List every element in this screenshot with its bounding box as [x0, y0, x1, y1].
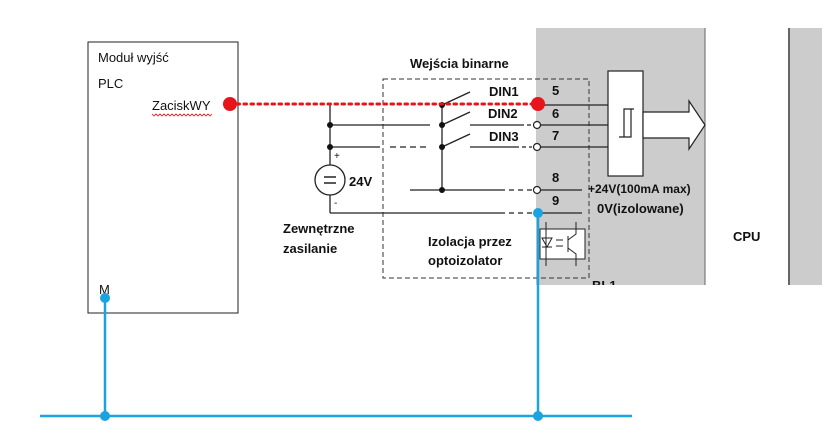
block-label: BL1	[592, 278, 617, 293]
terminal-7-number: 7	[552, 128, 559, 143]
terminal-6	[532, 120, 542, 130]
terminal-5[interactable]	[531, 97, 545, 111]
cpu-panel	[705, 28, 789, 285]
cpu-label: CPU	[733, 229, 760, 244]
hysteresis-icon	[619, 108, 634, 138]
isolation-label-2: optoizolator	[428, 253, 502, 268]
zero-volt-label: 0V(izolowane)	[597, 201, 684, 216]
terminal-7	[532, 142, 542, 152]
din3-label: DIN3	[489, 129, 519, 144]
din1-label: DIN1	[489, 84, 519, 99]
supply-minus: -	[334, 198, 337, 209]
dc-source-icon	[314, 164, 346, 196]
terminal-out-point[interactable]	[223, 97, 237, 111]
plc-title-1: Moduł wyjść	[98, 50, 169, 65]
terminal-m-point[interactable]	[100, 293, 110, 303]
terminal-6-number: 6	[552, 106, 559, 121]
binary-inputs-box	[382, 78, 590, 279]
terminal-9-number: 9	[552, 193, 559, 208]
signal-arrow-icon	[642, 99, 706, 151]
supply-voltage: 24V	[349, 174, 372, 189]
terminal-out-label: ZaciskWY	[152, 98, 211, 113]
switch-din2	[441, 111, 471, 126]
din2-label: DIN2	[488, 106, 518, 121]
terminal-8	[532, 185, 542, 195]
supply-plus: +	[334, 151, 340, 162]
spellcheck-underline	[151, 113, 213, 117]
terminal-9[interactable]	[533, 208, 543, 218]
supply-output-label: +24V(100mA max)	[588, 182, 691, 196]
terminal-m-label: M	[99, 282, 110, 297]
supply-label-1: Zewnętrzne	[283, 221, 355, 236]
plc-module-box	[87, 41, 239, 314]
switch-din3	[441, 133, 471, 148]
isolation-label-1: Izolacja przez	[428, 234, 512, 249]
optoisolator-icon	[539, 222, 586, 266]
next-module-panel	[790, 28, 822, 285]
terminal-8-number: 8	[552, 170, 559, 185]
input-conditioner-block	[607, 70, 644, 177]
terminal-5-number: 5	[552, 83, 559, 98]
supply-label-2: zasilanie	[283, 241, 337, 256]
plc-title-2: PLC	[98, 76, 123, 91]
binary-inputs-title: Wejścia binarne	[410, 56, 509, 71]
